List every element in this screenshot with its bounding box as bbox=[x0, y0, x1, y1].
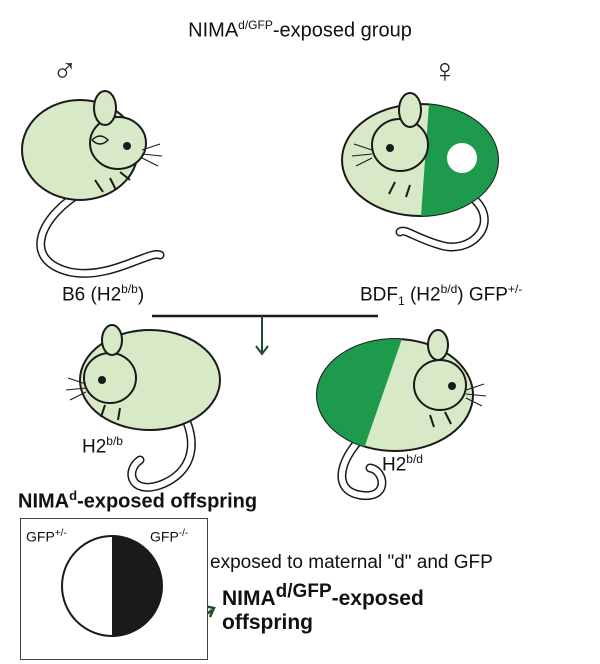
offspring-right-label: H2b/d bbox=[382, 452, 423, 476]
male-mouse-icon bbox=[21, 90, 165, 278]
diagram-title: NIMAd/GFP-exposed group bbox=[188, 18, 412, 42]
female-parent-label: BDF1 (H2b/d) GFP+/- bbox=[360, 282, 523, 309]
legend-left-label: GFP+/- bbox=[26, 528, 67, 545]
female-mouse-icon bbox=[341, 92, 499, 252]
female-symbol-icon: ♀ bbox=[432, 52, 458, 90]
male-symbol-icon: ♂ bbox=[52, 52, 78, 90]
offspring-left-mouse-icon bbox=[65, 324, 221, 492]
male-parent-label: B6 (H2b/b) bbox=[62, 282, 145, 306]
legend-right-label: GFP-/- bbox=[150, 528, 189, 545]
exposure-note: exposed to maternal "d" and GFP bbox=[210, 552, 493, 573]
offspring-heading: NIMAd-exposed offspring bbox=[18, 488, 258, 513]
offspring-left-label: H2b/b bbox=[82, 434, 123, 458]
